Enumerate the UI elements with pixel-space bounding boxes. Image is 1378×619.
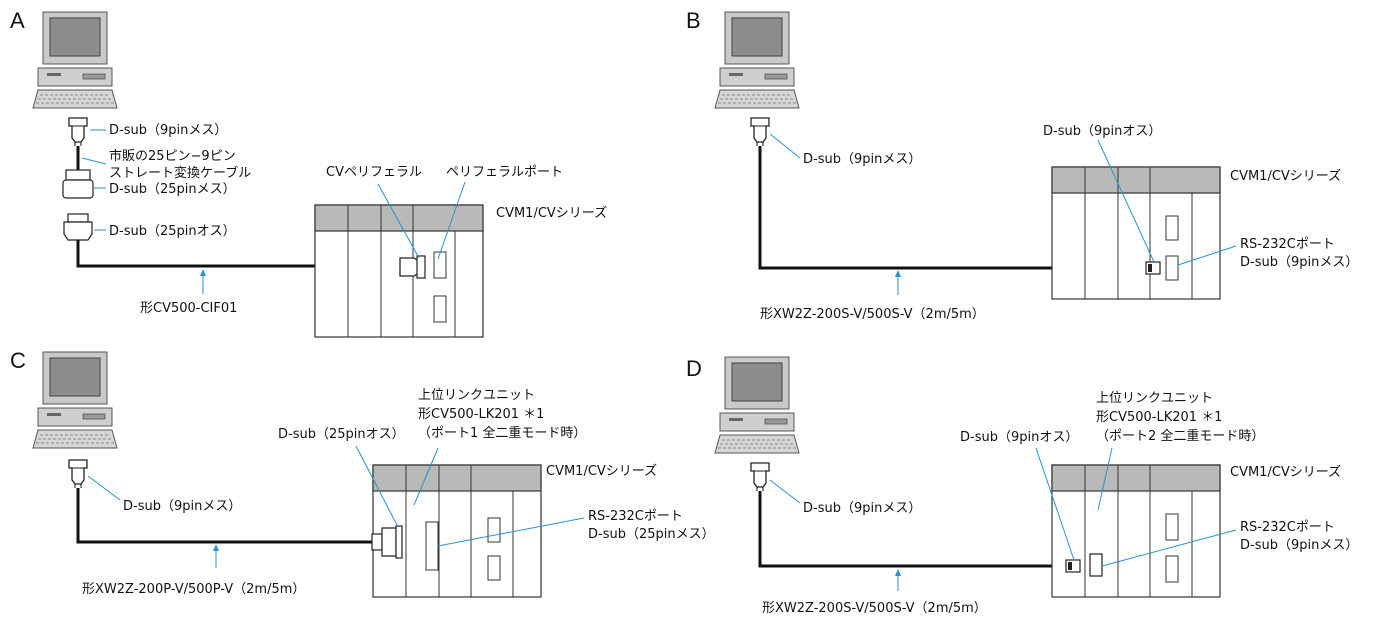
label-d-plc: CVM1/CVシリーズ xyxy=(1230,464,1341,480)
label-d-pc-connector: D-sub（9pinメス） xyxy=(803,501,921,516)
label-c-pc-connector: D-sub（9pinメス） xyxy=(123,499,241,514)
label-d-unit-2: 形CV500-LK201 ＊1 xyxy=(1096,410,1222,425)
dsub25-plug-icon xyxy=(371,525,403,559)
label-c-cable: 形XW2Z-200P-V/500P-V（2m/5m） xyxy=(82,582,305,597)
computer-icon xyxy=(714,356,800,454)
panel-b-letter: B xyxy=(686,8,701,33)
label-a-adapter-1: 市販の25ピン−9ピン xyxy=(109,148,236,164)
panel-a-letter: A xyxy=(10,8,25,33)
computer-icon xyxy=(32,11,118,109)
label-a-peripheral-port: ペリフェラルポート xyxy=(446,165,563,180)
label-a-plc: CVM1/CVシリーズ xyxy=(496,205,607,221)
connector-icon xyxy=(750,117,770,147)
label-c-port-2: D-sub（25pinメス） xyxy=(588,527,715,542)
adapter-connector-icon xyxy=(62,169,94,241)
label-a-conv-male: D-sub（25pinオス） xyxy=(109,224,236,239)
label-a-pc-connector: D-sub（9pinメス） xyxy=(109,123,227,138)
label-a-cable: 形CV500-CIF01 xyxy=(140,301,237,316)
label-c-unit-2: 形CV500-LK201 ＊1 xyxy=(418,407,544,422)
cv-peripheral-connector-icon xyxy=(399,255,426,279)
label-d-unit-3: （ポート2 全二重モード時） xyxy=(1096,428,1264,444)
panel-c-letter: C xyxy=(10,348,26,373)
label-d-unit-1: 上位リンクユニット xyxy=(1096,391,1213,406)
label-b-port-1: RS-232Cポート xyxy=(1240,237,1335,252)
label-b-port-2: D-sub（9pinメス） xyxy=(1240,255,1358,270)
label-b-plc-connector: D-sub（9pinオス） xyxy=(1043,124,1161,139)
label-d-cable: 形XW2Z-200S-V/500S-V（2m/5m） xyxy=(762,601,987,616)
computer-icon xyxy=(714,11,800,109)
label-c-unit-1: 上位リンクユニット xyxy=(418,388,535,403)
label-a-adapter-2: ストレート変換ケーブル xyxy=(109,165,251,181)
plc-rack-icon xyxy=(1051,166,1221,300)
label-d-plc-connector: D-sub（9pinオス） xyxy=(960,430,1078,445)
dsub-plug-icon xyxy=(1145,261,1161,275)
dsub-plug-icon xyxy=(1065,553,1103,577)
label-d-port-1: RS-232Cポート xyxy=(1240,520,1335,535)
computer-icon xyxy=(32,351,118,449)
connector-icon xyxy=(68,459,88,489)
connector-icon xyxy=(750,462,770,492)
plc-rack-icon xyxy=(1051,464,1221,598)
label-a-conv-female: D-sub（25pinメス） xyxy=(109,182,236,197)
panel-d-letter: D xyxy=(686,356,702,381)
label-c-port-1: RS-232Cポート xyxy=(588,509,683,524)
label-c-unit-3: （ポート1 全二重モード時） xyxy=(418,425,586,441)
label-c-plc: CVM1/CVシリーズ xyxy=(546,463,657,479)
label-a-cv-peripheral: CVペリフェラル xyxy=(326,165,422,180)
label-d-port-2: D-sub（9pinメス） xyxy=(1240,538,1358,553)
label-b-plc: CVM1/CVシリーズ xyxy=(1230,168,1341,184)
label-b-pc-connector: D-sub（9pinメス） xyxy=(803,152,921,167)
label-b-cable: 形XW2Z-200S-V/500S-V（2m/5m） xyxy=(760,307,985,322)
label-c-plc-connector: D-sub（25pinオス） xyxy=(278,427,405,442)
plc-rack-icon xyxy=(314,204,484,338)
connector-icon xyxy=(68,117,88,147)
